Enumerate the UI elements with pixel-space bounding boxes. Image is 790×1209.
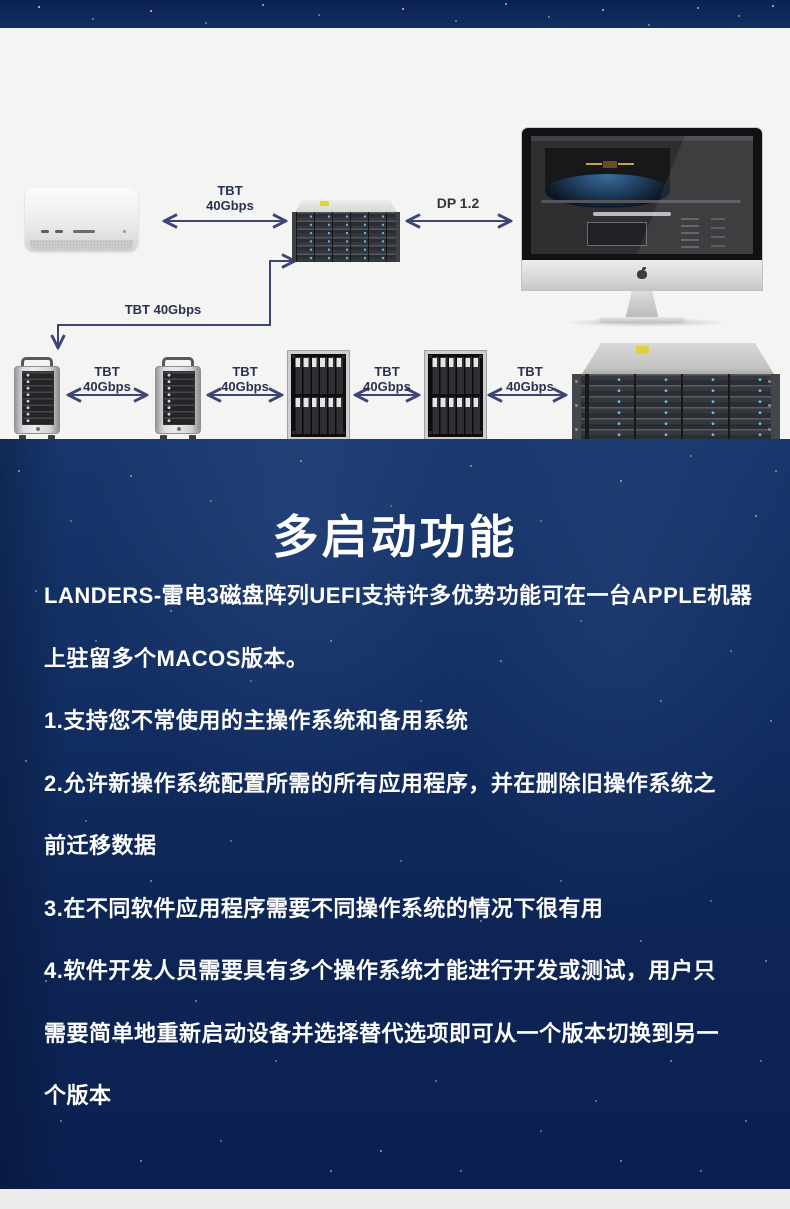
text-line: 2.允许新操作系统配置所需的所有应用程序，并在删除旧操作系统之 [44,770,716,796]
video-viewer [545,148,670,208]
tower-drive-bays [163,371,195,425]
connection-diagram: TBT 40Gbps DP 1.2 TBT 40Gbps TBT 40Gbps … [0,28,790,441]
tower-body [155,366,201,434]
label-tbt-top: TBT 40Gbps [206,183,254,213]
drive-bank-top [431,357,480,394]
satellite-image [586,161,634,168]
top-star-band [0,0,790,28]
label-tbt-row-4: TBT 40Gbps [506,364,554,394]
tower-foot [48,435,55,441]
sdcard-slot-icon [73,230,95,233]
rack-array-top [582,343,774,374]
storage-rack-top [295,200,397,212]
drive-tower-2 [425,351,486,440]
storage-rack-drive-bays [292,212,400,262]
tower-foot [160,435,167,441]
star-field [0,0,1,1]
feature-text: LANDERS-雷电3磁盘阵列UEFI支持许多优势功能可在一台APPLE机器 上… [44,565,754,1128]
tower-handle [162,357,194,368]
text-line: 1.支持您不常使用的主操作系统和备用系统 [44,708,469,733]
timeline-scrollbar [593,212,671,216]
earth-image [545,174,670,208]
usbc-port-icon [55,230,63,233]
drive-bank-bottom [294,397,343,434]
tower-raid-1 [14,357,60,441]
mac-studio [25,188,138,251]
label-tbt-elbow: TBT 40Gbps [124,302,202,317]
warning-sticker-icon [320,201,329,206]
imac-screen [531,136,753,254]
drive-bank-bottom [431,397,480,434]
tower-drive-bays [22,371,54,425]
label-tbt-row-2: TBT 40Gbps [221,364,269,394]
drive-bank-top [294,357,343,394]
imac-chin [521,260,763,291]
tower-foot [19,435,26,441]
tower-foot [189,435,196,441]
label-tbt-row-3: TBT 40Gbps [363,364,411,394]
tower-handle [21,357,53,368]
warning-sticker-icon [636,346,649,354]
mac-studio-base [30,240,133,250]
inspector-panel [587,222,647,246]
usbc-port-icon [41,230,49,233]
bottom-light-band [0,1189,790,1209]
power-led-icon [123,230,126,233]
tower-body [14,366,60,434]
tower-logo [36,427,40,431]
tower-logo [177,427,181,431]
text-line: LANDERS-雷电3磁盘阵列UEFI支持许多优势功能可在一台APPLE机器 [44,583,753,608]
text-line: 上驻留多个MACOS版本。 [44,645,309,671]
imac-display [521,127,763,327]
text-line: 3.在不同软件应用程序需要不同操作系统的情况下很有用 [44,895,604,921]
imac-stand [625,291,659,319]
text-line: 个版本 [44,1083,112,1108]
text-line: 4.软件开发人员需要具有多个操作系统才能进行开发或测试，用户只 [44,958,716,983]
imac-foot [599,317,685,323]
timeline-ruler [541,200,741,203]
imac-bezel [521,127,763,261]
rack-array [572,343,780,443]
rack-array-drive-bays [572,374,780,440]
apple-logo-icon [637,267,647,279]
section-title: 多启动功能 [272,511,518,563]
drive-tower-1 [288,351,349,440]
text-line: 前迁移数据 [44,833,157,858]
label-dp: DP 1.2 [436,195,480,211]
node-graph [681,218,729,248]
text-line: 需要简单地重新启动设备并选择替代选项即可从一个版本切换到另一 [44,1020,720,1046]
app-titlebar [531,136,753,141]
tower-raid-2 [155,357,201,441]
label-tbt-row-1: TBT 40Gbps [83,364,131,394]
storage-rack [292,200,400,262]
